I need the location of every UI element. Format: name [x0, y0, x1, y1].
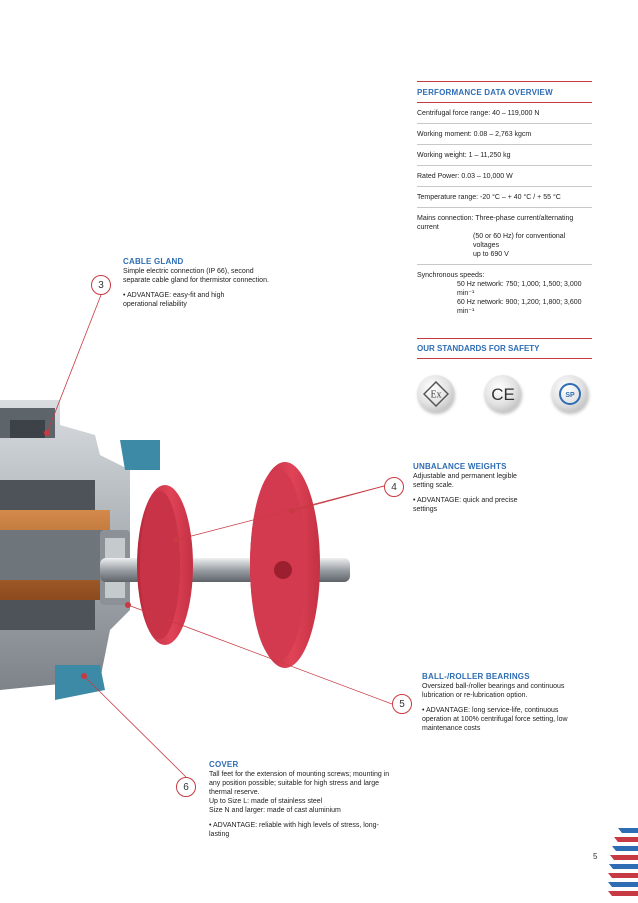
unbalance-advantage: • ADVANTAGE: quick and precise settings — [413, 497, 518, 513]
ce-mark-icon: CE — [484, 375, 521, 412]
unbalance-title: UNBALANCE WEIGHTS — [413, 462, 507, 471]
perf-row-temperature: Temperature range: -20 °C – + 40 °C / + … — [417, 187, 592, 208]
bearings-text: Oversized ball-/roller bearings and cont… — [422, 683, 565, 699]
cover-title: COVER — [209, 760, 239, 769]
sync-line-60hz: 60 Hz network: 900; 1,200; 1,800; 3,600 … — [457, 299, 582, 315]
callout-number-6: 6 — [176, 777, 196, 797]
cable-gland-text: Simple electric connection (IP 66), seco… — [123, 268, 269, 284]
perf-row-moment: Working moment: 0.08 – 2,763 kgcm — [417, 124, 592, 145]
callout-unbalance-weights: UNBALANCE WEIGHTS Adjustable and permane… — [413, 462, 523, 514]
bearings-title: BALL-/ROLLER BEARINGS — [422, 672, 530, 681]
unbalance-text: Adjustable and permanent legible setting… — [413, 473, 517, 489]
bearings-advantage: • ADVANTAGE: long service-life, continuo… — [422, 707, 568, 732]
perf-row-sync: Synchronous speeds: 50 Hz network: 750; … — [417, 265, 592, 321]
perf-row-power: Rated Power: 0.03 – 10,000 W — [417, 166, 592, 187]
callout-cable-gland: CABLE GLAND Simple electric connection (… — [123, 257, 273, 309]
standards-badges: Ex CE SP — [417, 375, 592, 412]
csa-mark-icon: SP — [551, 375, 588, 412]
cover-text-3: Size N and larger: made of cast aluminiu… — [209, 807, 341, 814]
mains-line-1: Three-phase current/alternating current — [417, 215, 574, 231]
cover-advantage: • ADVANTAGE: reliable with high levels o… — [209, 822, 379, 838]
svg-text:SP: SP — [565, 392, 575, 399]
callout-number-5: 5 — [392, 694, 412, 714]
cover-text-1: Tall feet for the extension of mounting … — [209, 771, 390, 796]
perf-row-mains: Mains connection: Three-phase current/al… — [417, 208, 592, 265]
cover-text-2: Up to Size L: made of stainless steel — [209, 798, 323, 805]
mains-label: Mains connection: — [417, 215, 474, 222]
sync-line-50hz: 50 Hz network: 750; 1,000; 1,500; 3,000 … — [457, 281, 582, 297]
mains-line-3: up to 690 V — [473, 251, 509, 258]
standards-title: OUR STANDARDS FOR SAFETY — [417, 338, 592, 359]
callout-cover: COVER Tall feet for the extension of mou… — [209, 760, 399, 839]
performance-title: PERFORMANCE DATA OVERVIEW — [417, 81, 592, 103]
perf-row-weight: Working weight: 1 – 11,250 kg — [417, 145, 592, 166]
cable-gland-title: CABLE GLAND — [123, 257, 184, 266]
perf-row-force: Centrifugal force range: 40 – 119,000 N — [417, 103, 592, 124]
ex-mark-icon: Ex — [417, 375, 454, 412]
cable-gland-advantage: • ADVANTAGE: easy-fit and high operation… — [123, 292, 225, 308]
callout-number-4: 4 — [384, 477, 404, 497]
brand-stripes-icon — [608, 828, 638, 896]
page-number: 5 — [593, 852, 598, 861]
svg-text:Ex: Ex — [430, 389, 441, 400]
mains-line-2: (50 or 60 Hz) for conventional voltages — [473, 233, 566, 249]
callout-bearings: BALL-/ROLLER BEARINGS Oversized ball-/ro… — [422, 672, 582, 733]
sync-label: Synchronous speeds: — [417, 272, 485, 279]
svg-text:CE: CE — [491, 385, 515, 404]
motor-cutaway-illustration — [0, 400, 350, 700]
callout-number-3: 3 — [91, 275, 111, 295]
performance-panel: PERFORMANCE DATA OVERVIEW Centrifugal fo… — [417, 81, 592, 412]
